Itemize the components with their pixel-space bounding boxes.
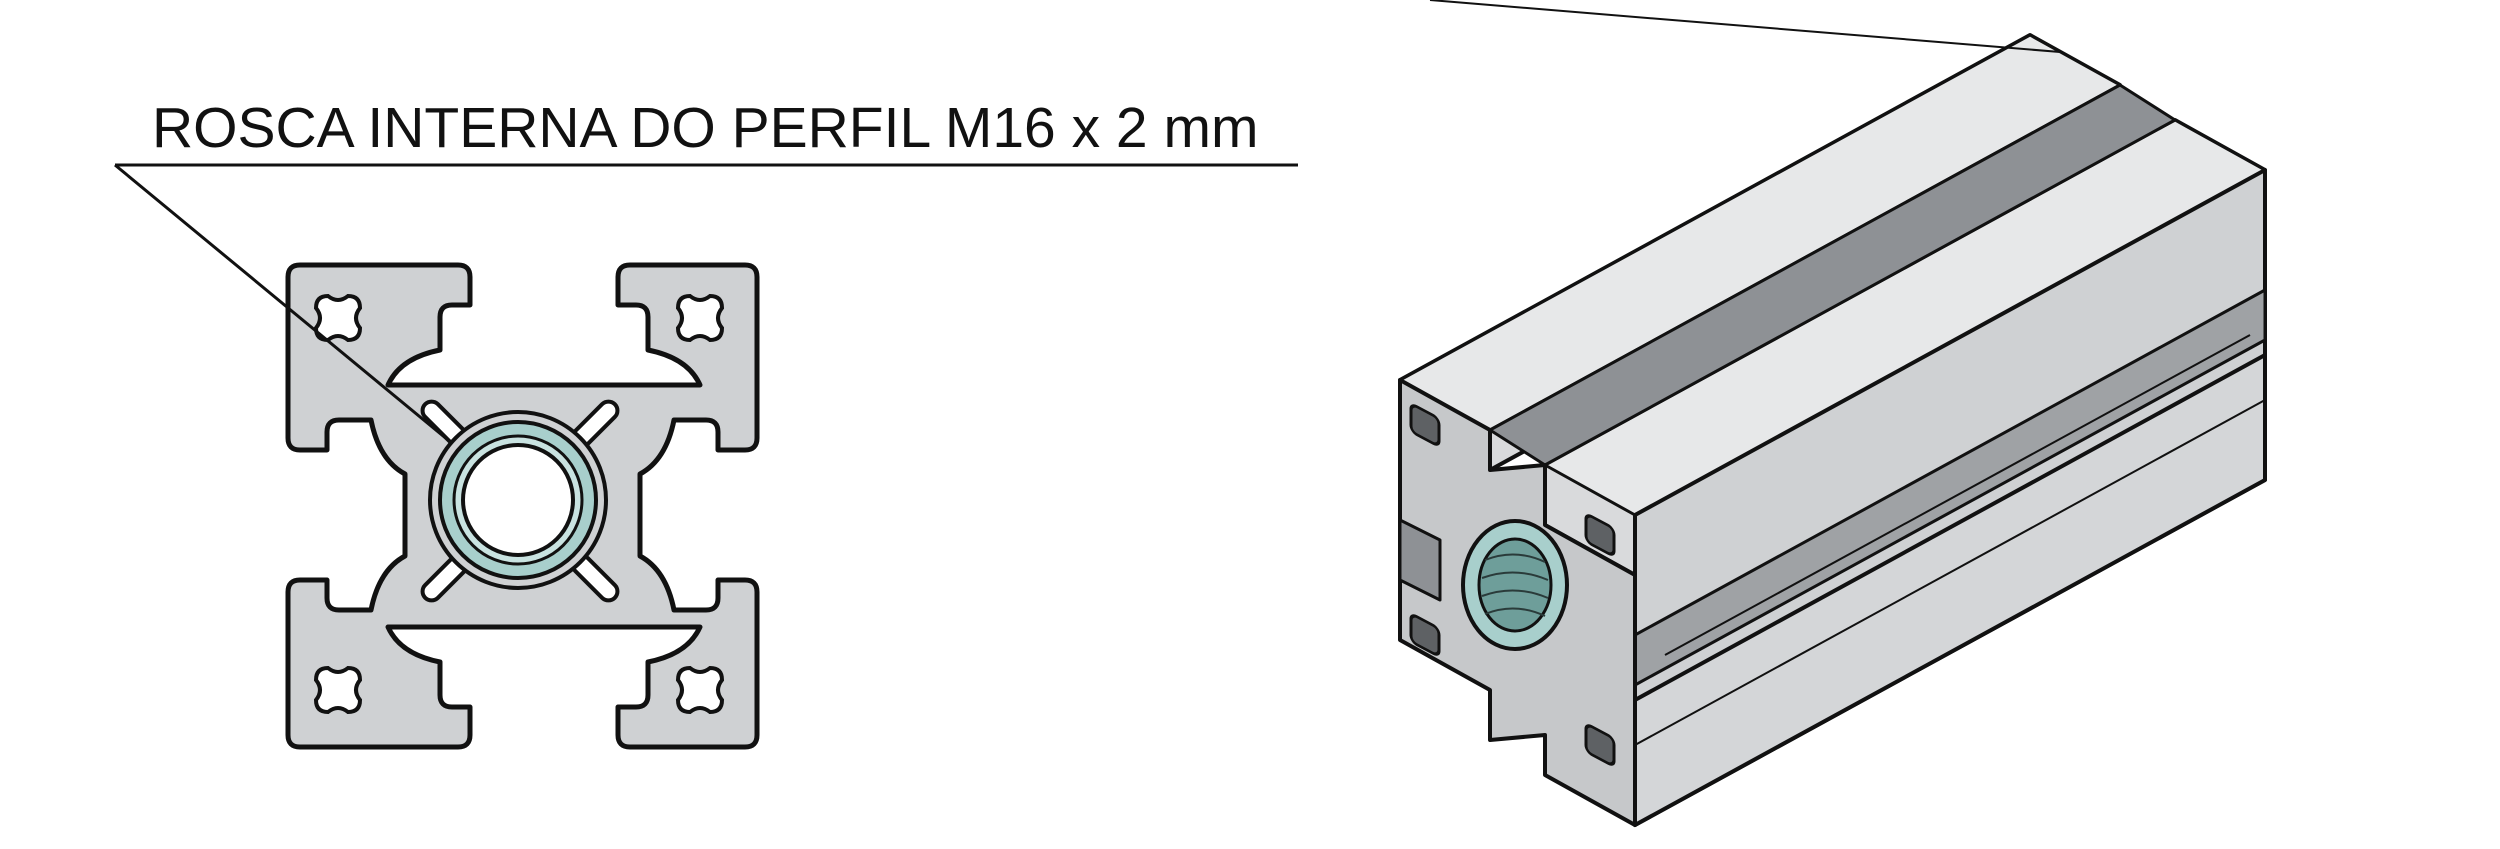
callout-label: ROSCA INTERNA DO PERFIL M16 x 2 mm: [152, 96, 1259, 160]
front-corner-cavity-2: [1584, 514, 1616, 556]
corner-cavity-bottom-left: [313, 665, 363, 715]
center-hole: [461, 443, 575, 557]
front-thread-inner: [1477, 537, 1553, 633]
front-corner-cavity-3: [1409, 614, 1441, 656]
front-corner-cavity-1: [1409, 404, 1441, 446]
corner-cavity-top-left: [313, 293, 363, 343]
cross-section-view: [285, 262, 760, 750]
corner-cavity-top-right: [675, 293, 725, 343]
callout: [114, 163, 1298, 442]
corner-cavity-bottom-right: [675, 665, 725, 715]
front-corner-cavity-4: [1584, 724, 1616, 766]
isometric-view: [1398, 0, 2267, 827]
slot-left-face: [1398, 518, 1442, 602]
callout-leader-line: [114, 163, 449, 442]
slot-top-face: [1488, 83, 2177, 467]
